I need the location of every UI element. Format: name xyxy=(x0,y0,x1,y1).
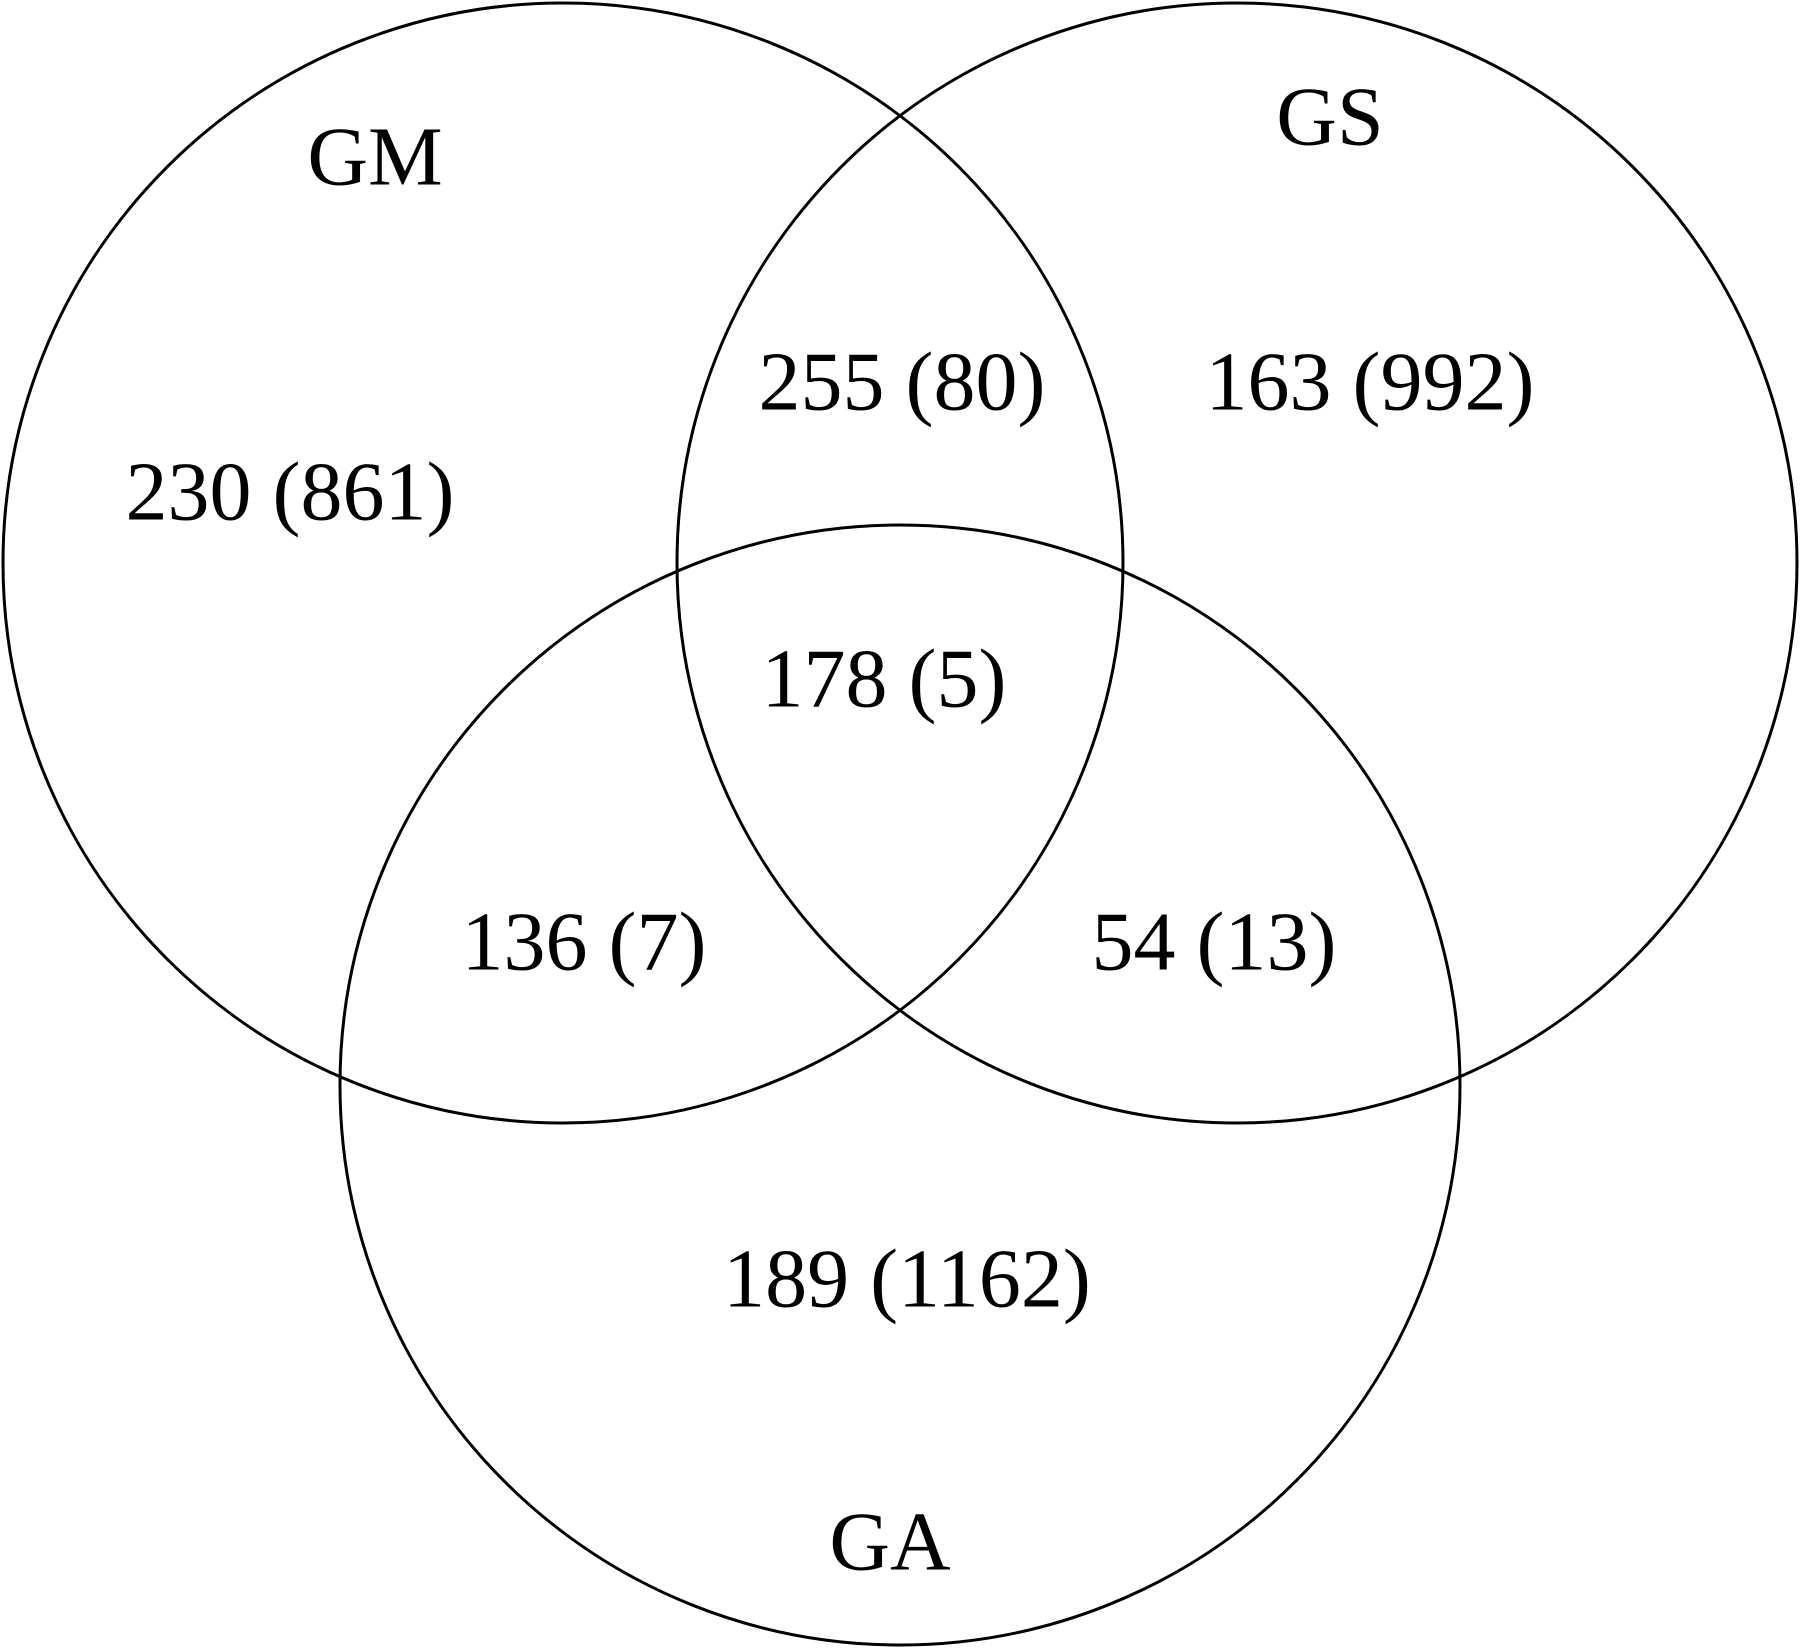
label-gm: GM xyxy=(307,110,442,203)
region-ga-only: 189 (1162) xyxy=(723,1232,1091,1325)
label-gs: GS xyxy=(1276,70,1383,163)
region-gm-ga: 136 (7) xyxy=(462,895,707,988)
circle-gs xyxy=(675,1,1799,1125)
region-gs-ga: 54 (13) xyxy=(1092,895,1337,988)
region-gm-gs-ga: 178 (5) xyxy=(762,632,1007,725)
circle-gm xyxy=(1,1,1125,1125)
region-gm-gs: 255 (80) xyxy=(759,335,1046,428)
region-gm-only: 230 (861) xyxy=(126,445,455,538)
label-ga: GA xyxy=(829,1495,951,1588)
region-gs-only: 163 (992) xyxy=(1206,335,1535,428)
circle-ga xyxy=(338,523,1462,1647)
